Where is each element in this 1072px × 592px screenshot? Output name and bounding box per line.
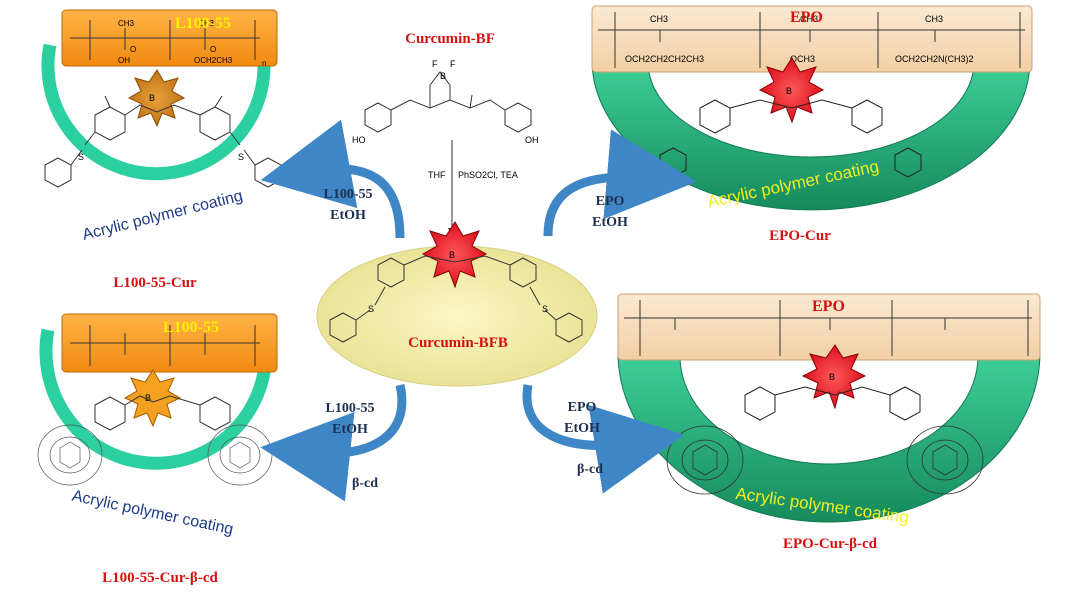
l100-n: n xyxy=(262,59,266,68)
bf-f-left: F xyxy=(432,59,438,69)
reagents-label: PhSO2Cl, TEA xyxy=(458,170,518,180)
arrow-top-right xyxy=(543,129,697,237)
polymer-label-bl: L100-55 xyxy=(163,319,219,336)
phenol-ho: HO xyxy=(352,135,366,145)
coating-label-bl: Acrylic polymer coating xyxy=(70,488,234,539)
curcumin-skeleton-br xyxy=(744,386,921,421)
arrow-tl-line2: EtOH xyxy=(330,208,366,223)
epo-ch3-b: CH3 xyxy=(800,14,818,24)
bf-f-right: F xyxy=(450,59,456,69)
teal-arc-bl xyxy=(39,328,273,470)
l100-o-a: O xyxy=(130,45,136,54)
bf-star-br xyxy=(801,344,867,410)
arrow-bl-line1: L100-55 xyxy=(326,401,375,416)
l100-oet: OCH2CH3 xyxy=(194,56,233,65)
curcumin-skeleton-bl xyxy=(94,395,231,431)
caption-br: EPO-Cur-β-cd xyxy=(783,536,878,552)
panel-epo-cur: CH3 CH3 CH3 OCH2CH2CH2CH3 OCH3 OCH2CH2N(… xyxy=(591,5,1033,244)
sulfonyl-s-right: S xyxy=(542,304,548,314)
bf-b-center: B xyxy=(440,71,446,81)
epo-ester-a: OCH2CH2CH2CH3 xyxy=(625,54,704,64)
bf-star-tr xyxy=(758,57,825,124)
bf-label-bl: B xyxy=(145,393,151,403)
cyclodextrin-left-bl xyxy=(37,424,103,486)
bf-label-br: B xyxy=(829,372,835,382)
arrow-top-left xyxy=(260,119,405,239)
curcumin-bfb-title: Curcumin-BFB xyxy=(408,335,508,351)
l100-o-b: O xyxy=(210,45,216,54)
epo-ester-c: OCH2CH2N(CH3)2 xyxy=(895,54,974,64)
arrow-br-line3: β-cd xyxy=(577,462,603,477)
coating-label-tl: Acrylic polymer coating xyxy=(81,188,245,244)
teal-arc-tl xyxy=(41,43,271,181)
panel-epo-cur-bcd: EPO B Acrylic polymer coating EPO-Cur-β-… xyxy=(617,293,1041,552)
bf-star-tl xyxy=(127,69,186,128)
bf-label-tl: B xyxy=(149,93,155,103)
arrow-tr-line1: EPO xyxy=(596,194,625,209)
bf-label-center: B xyxy=(449,250,455,260)
epo-structure-tr xyxy=(598,12,1025,68)
polymer-label-br: EPO xyxy=(812,298,845,315)
bf-star-center xyxy=(421,221,488,289)
l100-structure-tl xyxy=(70,20,260,60)
bf-star-bl xyxy=(123,369,182,428)
panel-l100-cur-bcd: L100-55 B Acrylic polymer coating L100-5… xyxy=(37,313,278,586)
curcumin-bfb-structure xyxy=(329,255,583,343)
curcumin-bf-structure xyxy=(364,71,532,133)
arrow-br-line2: EtOH xyxy=(564,421,600,436)
cyclodextrin-right-bl xyxy=(207,424,273,486)
panel-l100-cur: CH3 CH3 O O OH OCH2CH3 n L100-55 B S S A… xyxy=(41,9,282,291)
sulfonyl-s-tl-a: S xyxy=(78,152,84,162)
arrow-tr-line2: EtOH xyxy=(592,215,628,230)
polymer-label-tl: L100-55 xyxy=(175,15,231,32)
l100-ch3-b: CH3 xyxy=(198,19,215,28)
caption-bl: L100-55-Cur-β-cd xyxy=(102,570,218,586)
caption-tl: L100-55-Cur xyxy=(113,275,197,291)
curcumin-bf-title: Curcumin-BF xyxy=(405,31,495,47)
l100-oh: OH xyxy=(118,56,130,65)
arrow-br-line1: EPO xyxy=(568,400,597,415)
phenol-oh: OH xyxy=(525,135,539,145)
bf-label-tr: B xyxy=(786,86,792,96)
epo-ch3-c: CH3 xyxy=(925,14,943,24)
arrow-bl-line3: β-cd xyxy=(352,476,378,491)
solvent-label: THF xyxy=(428,170,446,180)
epo-ester-b: OCH3 xyxy=(790,54,815,64)
arrows: L100-55 EtOH EPO EtOH L100-55 EtOH β-cd … xyxy=(260,119,697,502)
l100-structure-bl xyxy=(70,325,260,366)
sulfonyl-s-tl-b: S xyxy=(238,152,244,162)
sulfonyl-s-left: S xyxy=(368,304,374,314)
arrow-bl-line2: EtOH xyxy=(332,422,368,437)
l100-ch3-a: CH3 xyxy=(118,19,135,28)
caption-tr: EPO-Cur xyxy=(769,228,831,244)
curcumin-skeleton-tl xyxy=(44,95,282,188)
epo-ch3-a: CH3 xyxy=(650,14,668,24)
arrow-tl-line1: L100-55 xyxy=(324,187,373,202)
epo-structure-br xyxy=(624,300,1032,356)
arrow-bottom-right xyxy=(522,384,685,494)
arrow-bottom-left xyxy=(260,384,407,502)
polymer-label-tr: EPO xyxy=(790,9,823,26)
cyclodextrin-right-br xyxy=(906,425,984,495)
center-scheme: Curcumin-BF F B F HO OH THF PhSO2Cl, TEA… xyxy=(316,31,598,387)
